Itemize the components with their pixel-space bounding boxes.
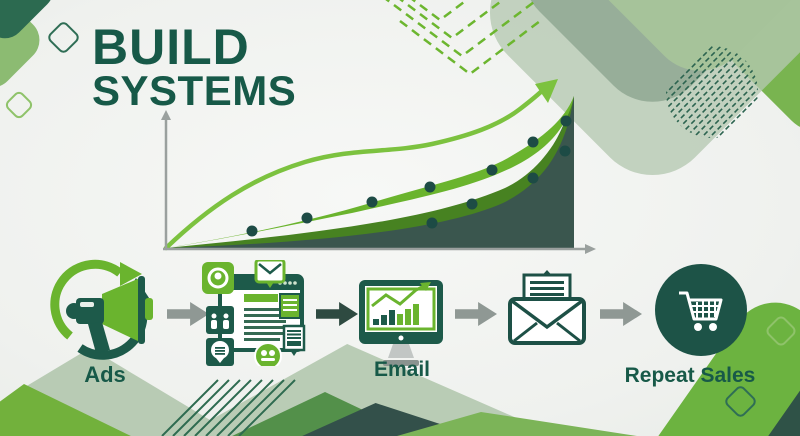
diamond-outline-icon [3, 89, 35, 121]
step-label-email: Email [373, 358, 431, 381]
flow-arrow-icon [455, 302, 497, 326]
flow-arrow-icon [316, 302, 358, 326]
page-title: BUILD SYSTEMS [92, 19, 297, 114]
title-line-2: SYSTEMS [92, 67, 297, 114]
funnel-step-repeat-sales [655, 264, 747, 356]
title-line-1: BUILD [92, 19, 250, 75]
corner-blob-top-right-sage [465, 0, 800, 200]
chart-green-band [166, 96, 574, 248]
x-axis-arrowhead [585, 244, 596, 254]
diamond-outline-icon [45, 19, 82, 56]
envelope-badge-icon [254, 258, 286, 288]
flow-arrow-icon [600, 302, 642, 326]
funnel-step-newsletter [503, 267, 591, 347]
open-envelope-icon [508, 270, 586, 345]
people-tile-icon [206, 306, 234, 334]
chart-axes [163, 118, 588, 251]
funnel-step-email [356, 278, 446, 374]
chat-tile-icon [206, 338, 234, 366]
chart-data-dots [246, 115, 572, 237]
chart-dark-area [166, 96, 574, 248]
funnel-step-content [200, 258, 306, 370]
leaf-badge-icon [254, 342, 282, 370]
megaphone-icon [50, 259, 153, 360]
content-collage-icon [202, 258, 306, 370]
funnel-step-ads [50, 256, 160, 366]
step-label-repeat-sales: Repeat Sales [624, 364, 756, 387]
monitor-chart-icon [359, 280, 443, 366]
bar-chart-glyph [373, 304, 419, 325]
cta-card-icon [282, 324, 306, 356]
step-label-ads: Ads [84, 362, 126, 387]
shopping-cart-icon [679, 291, 723, 331]
chart-underside-band [166, 96, 574, 248]
